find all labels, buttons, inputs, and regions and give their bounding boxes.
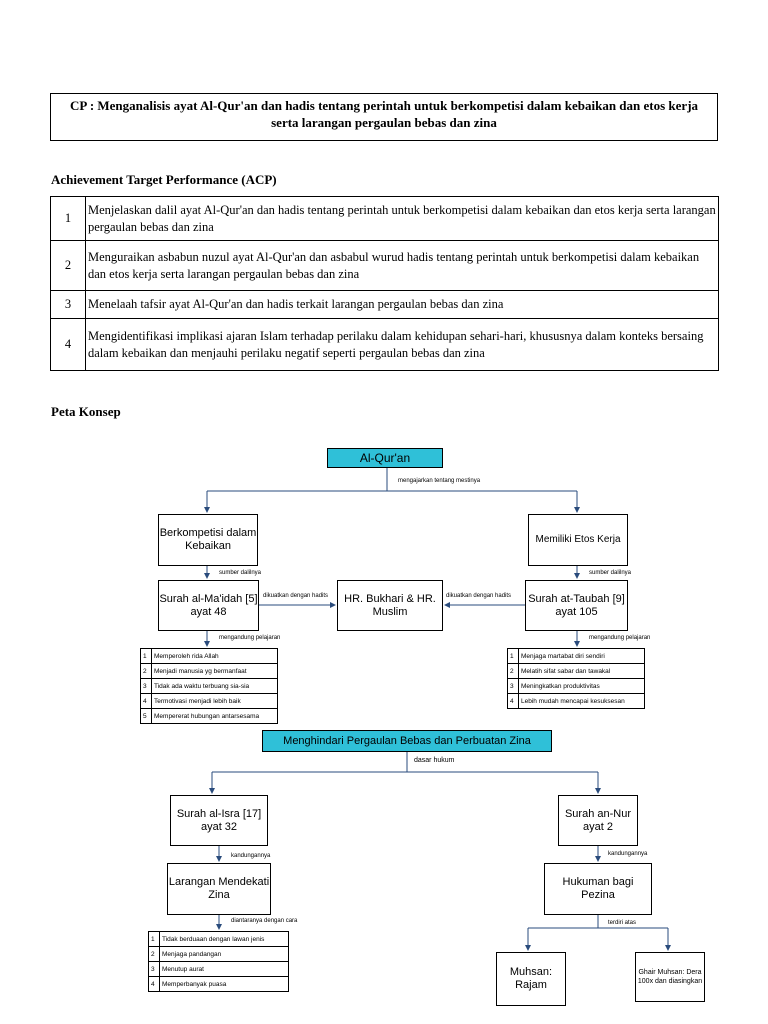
- node-hukuman: Hukuman bagi Pezina: [544, 863, 652, 915]
- edge-label-sumber-right: sumber dalilnya: [589, 570, 632, 576]
- peta-konsep-title: Peta Konsep: [51, 404, 121, 419]
- list-item-number: 5: [140, 708, 152, 724]
- list-item-text: Mempererat hubungan antarsesama: [151, 708, 278, 724]
- node-berkompetisi-label: Berkompetisi dalam Kebaikan: [159, 527, 257, 552]
- list-item-text: Lebih mudah mencapai kesuksesan: [518, 693, 645, 709]
- list-item-number: 2: [140, 663, 152, 679]
- node-berkompetisi: Berkompetisi dalam Kebaikan: [158, 514, 258, 566]
- row-number: 2: [50, 240, 86, 291]
- list-item-number: 3: [507, 678, 519, 694]
- node-muhsan: Muhsan: Rajam: [496, 952, 566, 1006]
- list-item-text: Tidak berduaan dengan lawan jenis: [159, 931, 289, 947]
- list-item-text: Tidak ada waktu terbuang sia-sia: [151, 678, 278, 694]
- list-item-text: Memperbanyak puasa: [159, 976, 289, 992]
- edge-label-terdiri: terdiri atas: [608, 920, 637, 926]
- node-muhsan-label: Muhsan: Rajam: [509, 966, 553, 991]
- root-node: Al-Qur'an: [327, 448, 443, 468]
- node-ghair-muhsan: Ghair Muhsan: Dera 100x dan diasingkan: [635, 952, 705, 1002]
- row-text: Mengidentifikasi implikasi ajaran Islam …: [85, 318, 719, 371]
- table-row: 4 Mengidentifikasi implikasi ajaran Isla…: [50, 318, 719, 371]
- edge-label-kandungan-left: kandungannya: [231, 853, 271, 859]
- cp-box: CP : Menganalisis ayat Al-Qur'an dan had…: [50, 93, 718, 141]
- edge-label-dikuatkan-left: dikuatkan dengan hadits: [263, 593, 329, 599]
- cp-text: CP : Menganalisis ayat Al-Qur'an dan had…: [69, 98, 699, 130]
- list-item-text: Melatih sifat sabar dan tawakal: [518, 663, 645, 679]
- node-surah-taubah-label: Surah at-Taubah [9] ayat 105: [528, 592, 625, 618]
- edge-label-kandungan-right: kandungannya: [608, 851, 648, 857]
- list-item-number: 3: [140, 678, 152, 694]
- row-text: Menelaah tafsir ayat Al-Qur'an dan hadis…: [85, 290, 719, 319]
- node-surah-maidah: Surah al-Ma'idah [5] ayat 48: [158, 580, 259, 631]
- list-item-number: 1: [140, 648, 152, 664]
- edge-label-mengandung-right: mengandung pelajaran: [589, 635, 651, 641]
- root-edge-label: mengajarkan tentang mestinya: [398, 478, 481, 484]
- edge-label-mengandung-left: mengandung pelajaran: [219, 635, 281, 641]
- list-item-text: Memperoleh rida Allah: [151, 648, 278, 664]
- list-item-text: Termotivasi menjadi lebih baik: [151, 693, 278, 709]
- table-row: 3 Menelaah tafsir ayat Al-Qur'an dan had…: [50, 290, 719, 319]
- edge-label-dikuatkan-right: dikuatkan dengan hadits: [446, 593, 512, 599]
- list-item-text: Meningkatkan produktivitas: [518, 678, 645, 694]
- table-row: 2 Menguraikan asbabun nuzul ayat Al-Qur'…: [50, 240, 719, 291]
- node-surah-isra: Surah al-Isra [17] ayat 32: [170, 795, 268, 846]
- edge-label-sumber-left: sumber dalilnya: [219, 570, 262, 576]
- root-node-label: Al-Qur'an: [359, 451, 411, 465]
- list-item-text: Menjaga martabat diri sendiri: [518, 648, 645, 664]
- row-number: 3: [50, 290, 86, 319]
- list-item-number: 1: [507, 648, 519, 664]
- row-text: Menguraikan asbabun nuzul ayat Al-Qur'an…: [85, 240, 719, 291]
- list-item-text: Menjaga pandangan: [159, 946, 289, 962]
- row-text: Menjelaskan dalil ayat Al-Qur'an dan had…: [85, 196, 719, 241]
- list-item-number: 1: [148, 931, 160, 947]
- node-hadits-label: HR. Bukhari & HR. Muslim: [344, 592, 436, 618]
- node-surah-nur-label: Surah an-Nur ayat 2: [564, 807, 632, 833]
- row-number: 1: [50, 196, 86, 241]
- node-surah-isra-label: Surah al-Isra [17] ayat 32: [176, 807, 262, 833]
- node-larangan: Larangan Mendekati Zina: [167, 863, 271, 915]
- node-surah-maidah-label: Surah al-Ma'idah [5] ayat 48: [159, 592, 258, 618]
- acp-title: Achievement Target Performance (ACP): [51, 172, 277, 187]
- node-etos-kerja-label: Memiliki Etos Kerja: [535, 534, 621, 545]
- list-item-number: 4: [140, 693, 152, 709]
- table-row: 1 Menjelaskan dalil ayat Al-Qur'an dan h…: [50, 196, 719, 241]
- list-item-number: 3: [148, 961, 160, 977]
- node-etos-kerja: Memiliki Etos Kerja: [528, 514, 628, 566]
- list-item-text: Menjadi manusia yg bermanfaat: [151, 663, 278, 679]
- list-item-number: 4: [507, 693, 519, 709]
- list-item-text: Menutup aurat: [159, 961, 289, 977]
- node-ghair-muhsan-label: Ghair Muhsan: Dera 100x dan diasingkan: [637, 969, 703, 985]
- node-hukuman-label: Hukuman bagi Pezina: [562, 876, 634, 901]
- node-surah-nur: Surah an-Nur ayat 2: [558, 795, 638, 846]
- edge-label-dasar-hukum: dasar hukum: [414, 757, 455, 764]
- node-zina: Menghindari Pergaulan Bebas dan Perbuata…: [262, 730, 552, 752]
- node-zina-label: Menghindari Pergaulan Bebas dan Perbuata…: [283, 735, 531, 747]
- node-larangan-label: Larangan Mendekati Zina: [168, 876, 270, 901]
- node-surah-taubah: Surah at-Taubah [9] ayat 105: [525, 580, 628, 631]
- acp-table: 1 Menjelaskan dalil ayat Al-Qur'an dan h…: [50, 196, 719, 371]
- list-item-number: 2: [507, 663, 519, 679]
- list-item-number: 4: [148, 976, 160, 992]
- node-hadits: HR. Bukhari & HR. Muslim: [337, 580, 443, 631]
- list-item-number: 2: [148, 946, 160, 962]
- edge-label-diantaranya: diantaranya dengan cara: [231, 918, 298, 924]
